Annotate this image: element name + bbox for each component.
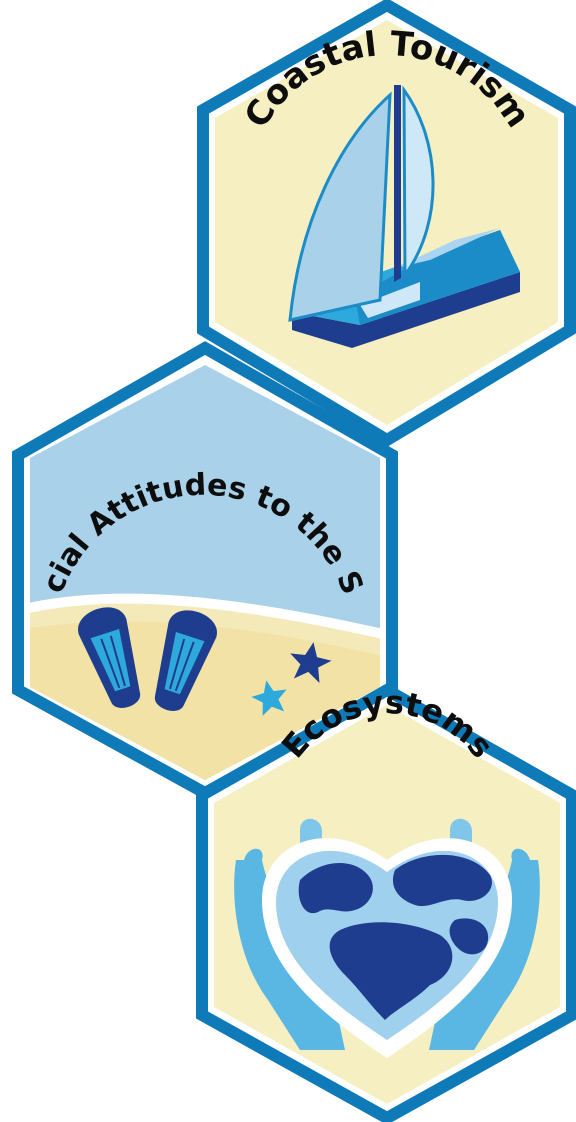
starfish-icon — [251, 642, 332, 716]
badge-coastal-tourism: Coastal Tourism — [197, 0, 576, 447]
swim-fins-icon — [78, 607, 217, 711]
sailboat-icon — [288, 85, 520, 348]
heart-globe-icon — [262, 838, 512, 1058]
badge-ecosystems: Ecosystems — [196, 683, 576, 1122]
